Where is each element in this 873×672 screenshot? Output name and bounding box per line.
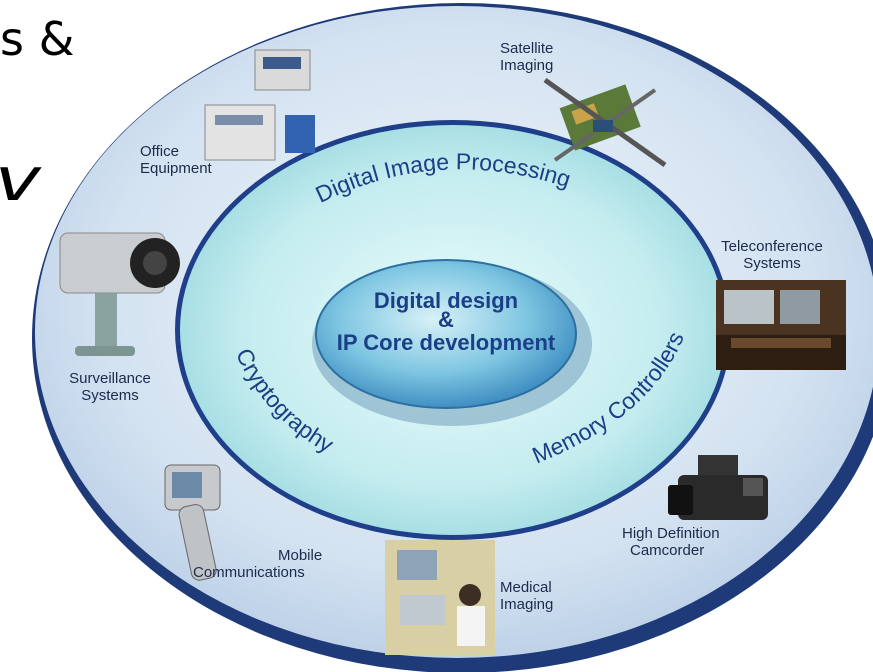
label-camcorder-line1: High Definition [622, 525, 720, 542]
slide-text-fragment-mid: v [0, 150, 41, 210]
label-teleconference-line2: Systems [743, 255, 801, 272]
surveillance-camera-image [59, 232, 180, 356]
satellite-image [543, 77, 667, 168]
core-ellipse [315, 259, 577, 409]
core-line-1: Digital design [374, 288, 518, 313]
label-satellite-line1: Satellite [500, 40, 553, 57]
teleconference-image [716, 280, 846, 370]
core-line-2: & [438, 307, 454, 332]
label-office-line2: Equipment [140, 160, 213, 177]
label-mobile-line1: Mobile [278, 547, 322, 564]
slide-text-fragment-top: s & [0, 12, 75, 66]
mobile-phone-image [164, 464, 221, 581]
office-equipment-image [204, 49, 315, 161]
label-camcorder-line2: Camcorder [630, 542, 704, 559]
label-medical-line2: Imaging [500, 596, 553, 613]
core-line-3: IP Core development [337, 330, 556, 355]
label-mobile-line2: Communications [193, 564, 305, 581]
label-surveillance-line1: Surveillance [69, 370, 151, 387]
label-teleconference-line1: Teleconference [721, 238, 823, 255]
camcorder-image [668, 455, 768, 520]
label-office-line1: Office [140, 143, 179, 160]
label-surveillance-line2: Systems [81, 387, 139, 404]
label-medical-line1: Medical [500, 579, 552, 596]
medical-imaging-image [385, 540, 495, 655]
label-satellite-line2: Imaging [500, 57, 553, 74]
